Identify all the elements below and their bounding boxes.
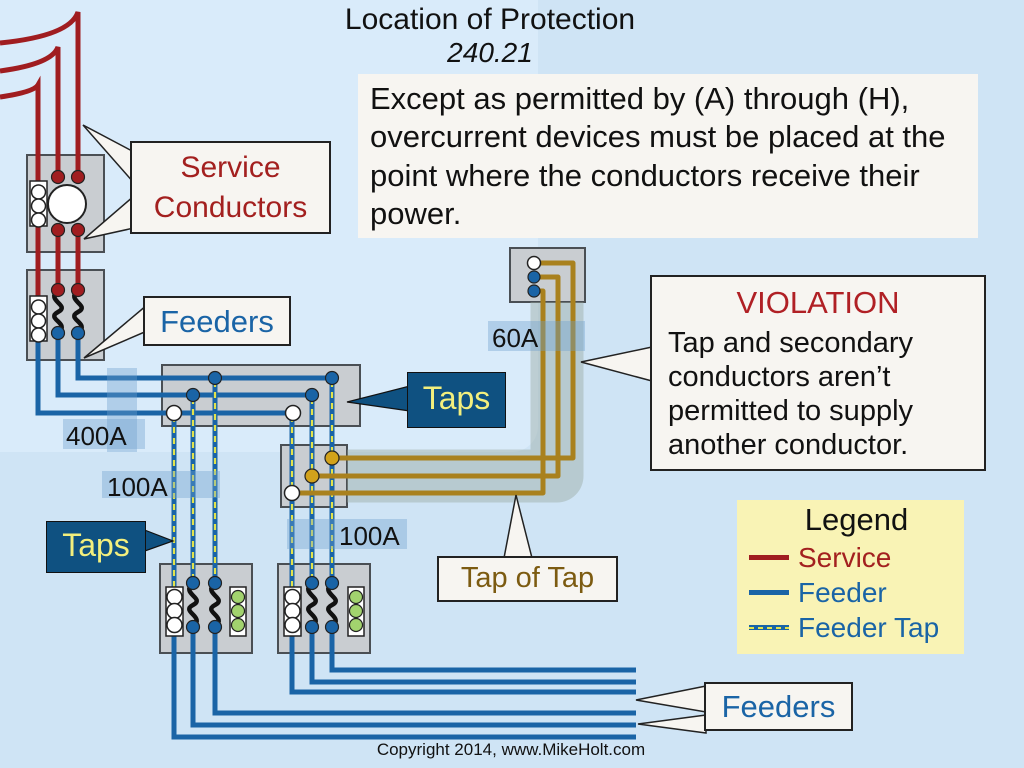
service-conductors-callout: Service Conductors [130, 141, 331, 234]
code-section: 240.21 [447, 37, 533, 68]
taps-callout-left: Taps [46, 521, 146, 573]
page-title: Location of Protection [344, 3, 636, 36]
rating-400a: 400A [66, 421, 127, 451]
rating-100a-right: 100A [339, 521, 400, 551]
breaker-symbols [52, 288, 338, 629]
rule-note: Except as permitted by (A) through (H), … [358, 74, 978, 238]
legend-title: Legend [804, 502, 909, 537]
rating-highlight-bands [63, 321, 585, 549]
rating-60a: 60A [492, 323, 539, 353]
legend-item-feeder-tap: Feeder Tap [749, 610, 964, 645]
terminal-bars [29, 180, 365, 637]
taps-callout-top: Taps [407, 372, 506, 428]
service-line-sample [749, 555, 789, 560]
violation-callout: VIOLATION Tap and secondary conductors a… [650, 275, 986, 471]
legend-label: Service [798, 541, 892, 573]
violation-title: VIOLATION [736, 285, 900, 320]
feeders-callout-top: Feeders [143, 296, 291, 346]
callout-tails [82, 124, 707, 734]
rating-100a-left: 100A [107, 472, 168, 502]
legend-label: Feeder [798, 576, 887, 608]
violation-body: Tap and secondary conductors aren’t perm… [668, 327, 914, 461]
feeder-line-sample [749, 590, 789, 595]
feeders-callout-bottom: Feeders [704, 682, 853, 731]
feeder-tap-line-sample [749, 625, 789, 630]
tap-of-tap-callout: Tap of Tap [437, 556, 618, 602]
legend-item-feeder: Feeder [749, 575, 964, 610]
copyright-text: Copyright 2014, www.MikeHolt.com [376, 740, 646, 759]
feeder-tap-wires [171, 378, 335, 592]
connection-dots [50, 169, 542, 635]
legend: Legend Service Feeder Feeder Tap [737, 500, 964, 654]
service-conductors-wires [0, 10, 81, 305]
legend-item-service: Service [749, 540, 964, 575]
legend-label: Feeder Tap [798, 611, 940, 643]
meter-dial [47, 184, 87, 224]
feeder-wires [35, 333, 636, 740]
